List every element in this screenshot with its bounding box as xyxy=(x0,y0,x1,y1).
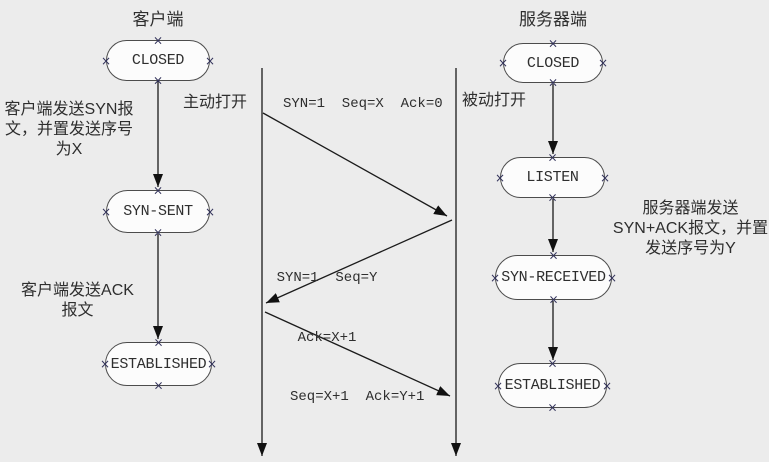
ack-message-arrow xyxy=(264,311,451,397)
state-label: LISTEN xyxy=(526,169,579,186)
state-label: SYN-SENT xyxy=(123,203,193,220)
connection-point-icon: × xyxy=(548,248,559,263)
server-synack-note: 服务器端发送 SYN+ACK报文，并置 发送序号为Y xyxy=(612,199,769,259)
state-node-server-listen: LISTEN × × × × xyxy=(495,151,610,203)
note-line: 为X xyxy=(55,141,83,158)
synack-message-arrow xyxy=(265,219,453,304)
passive-open-label: 被动打开 xyxy=(462,92,527,109)
connection-point-icon: × xyxy=(152,73,164,88)
active-open-label: 主动打开 xyxy=(183,94,248,111)
state-node-client-synsent: SYN-SENT × × × × xyxy=(101,184,215,238)
connection-point-icon: × xyxy=(597,56,609,70)
server-title: 服务器端 xyxy=(519,10,587,29)
connection-point-icon: × xyxy=(601,378,613,393)
syn-message-label: SYN=1 Seq=X Ack=0 xyxy=(283,96,443,112)
state-node-server-established: ESTABLISHED × × × × xyxy=(493,357,612,413)
connection-point-icon: × xyxy=(100,204,112,219)
client-syn-note: 客户端发送SYN报 文，并置发送序号 为X xyxy=(0,100,138,160)
note-line: 服务器端发送 xyxy=(642,200,739,217)
state-label: CLOSED xyxy=(526,54,580,72)
connection-point-icon: × xyxy=(606,270,618,285)
client-ack-note: 客户端发送ACK 报文 xyxy=(5,281,150,321)
connection-point-icon: × xyxy=(206,357,218,371)
connection-point-icon: × xyxy=(99,357,111,371)
note-line: 客户端发送ACK xyxy=(21,282,134,299)
connection-point-icon: × xyxy=(153,378,164,393)
connection-point-icon: × xyxy=(152,225,164,240)
syn-message-arrow xyxy=(262,112,448,217)
connection-point-icon: × xyxy=(153,335,164,350)
connection-point-icon: × xyxy=(547,36,559,51)
note-line: 客户端发送SYN报 xyxy=(4,101,134,118)
connection-point-icon: × xyxy=(547,400,558,415)
connection-point-icon: × xyxy=(152,33,164,48)
connection-point-icon: × xyxy=(492,378,504,393)
state-label: ESTABLISHED xyxy=(504,377,601,394)
connection-point-icon: × xyxy=(548,292,559,307)
client-title: 客户端 xyxy=(132,10,184,29)
note-line: 文，并置发送序号 xyxy=(4,121,133,138)
state-label: ESTABLISHED xyxy=(110,355,207,373)
connection-point-icon: × xyxy=(599,170,611,185)
note-line: 发送序号为Y xyxy=(645,240,736,257)
connection-point-icon: × xyxy=(547,356,558,371)
message-line: SYN=1 Seq=Y xyxy=(276,270,378,286)
connection-point-icon: × xyxy=(547,75,559,90)
connection-point-icon: × xyxy=(489,270,501,285)
connection-point-icon: × xyxy=(547,190,558,205)
state-node-server-closed: CLOSED × × × × xyxy=(498,37,608,88)
state-label: SYN-RECEIVED xyxy=(501,269,606,286)
connection-point-icon: × xyxy=(204,204,216,219)
connection-point-icon: × xyxy=(152,183,164,198)
connection-point-icon: × xyxy=(494,170,506,185)
connection-point-icon: × xyxy=(497,56,509,70)
connection-point-icon: × xyxy=(204,53,216,68)
connection-point-icon: × xyxy=(100,53,112,68)
ack-message-label: Seq=X+1 Ack=Y+1 xyxy=(290,389,425,405)
note-line: 报文 xyxy=(61,302,94,319)
synack-message-label: SYN=1 Seq=Y Ack=X+1 xyxy=(271,228,383,388)
state-node-server-synreceived: SYN-RECEIVED × × × × xyxy=(490,249,617,305)
note-line: SYN+ACK报文，并置 xyxy=(612,220,769,237)
state-node-client-established: ESTABLISHED × × × × xyxy=(100,336,217,391)
message-line: Ack=X+1 xyxy=(297,330,357,346)
state-node-client-closed: CLOSED × × × × xyxy=(101,34,215,86)
connection-point-icon: × xyxy=(547,150,558,165)
state-label: CLOSED xyxy=(131,52,185,69)
